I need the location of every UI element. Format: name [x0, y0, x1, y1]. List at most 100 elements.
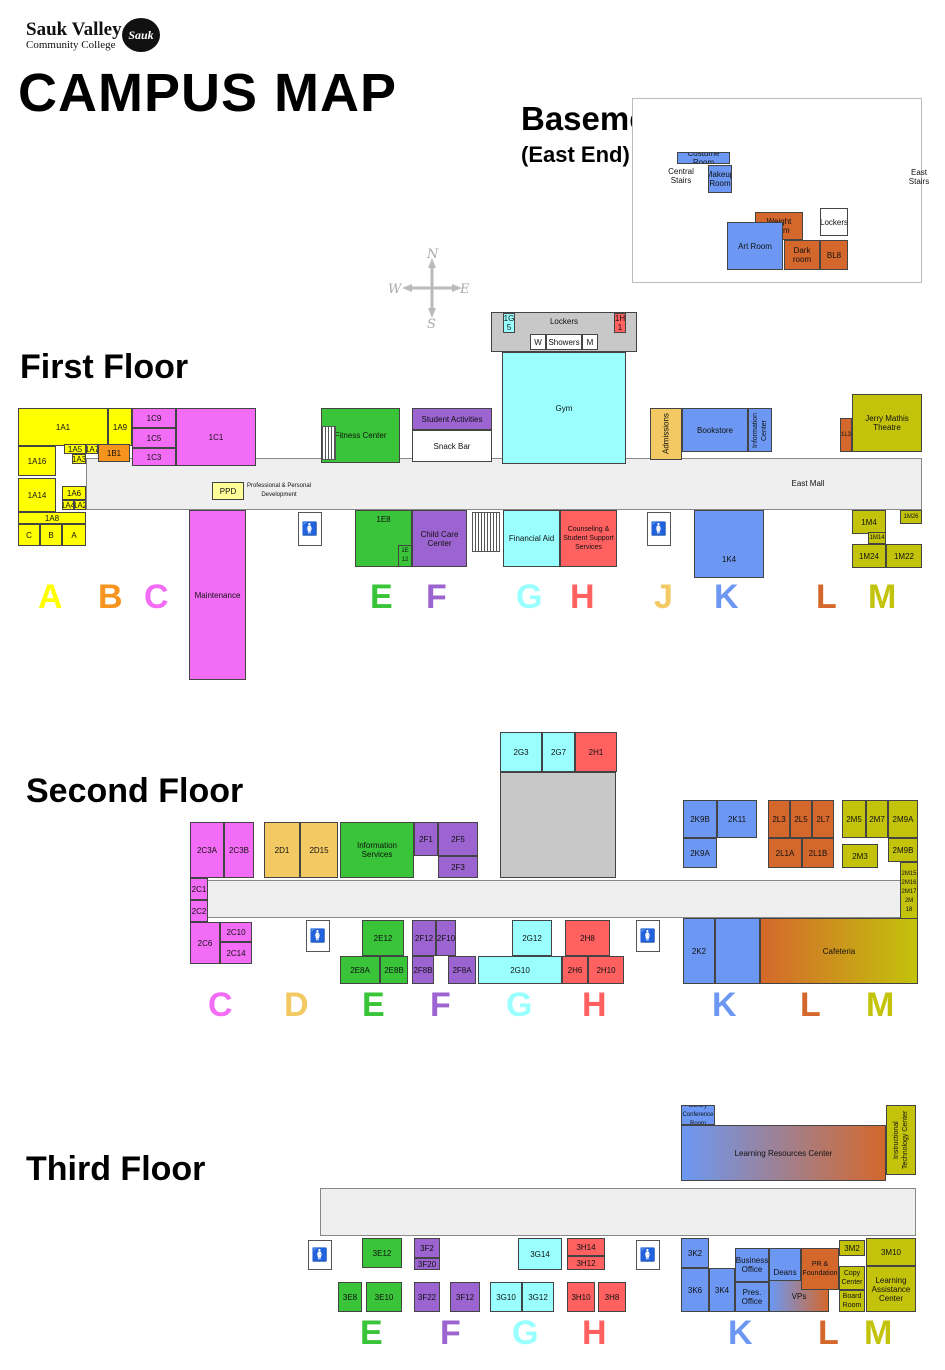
room-1a9[interactable]: 1A9: [108, 408, 132, 446]
room-2k9a[interactable]: 2K9A: [683, 838, 717, 868]
room-gym[interactable]: Gym: [502, 352, 626, 464]
room-lockers[interactable]: Lockers: [820, 208, 848, 236]
room-2g12[interactable]: 2G12: [512, 920, 552, 956]
room-2c1[interactable]: 2C1: [190, 878, 208, 900]
room-2f8a[interactable]: 2F8A: [448, 956, 476, 984]
room-2f12[interactable]: 2F12: [412, 920, 436, 956]
room-2h1[interactable]: 2H1: [575, 732, 617, 772]
room-m[interactable]: M: [582, 334, 598, 350]
room-1a5[interactable]: 1A5: [64, 444, 86, 454]
room-2c10[interactable]: 2C10: [220, 922, 252, 942]
room-1m14[interactable]: 1M14: [868, 532, 886, 544]
room-cafeteria[interactable]: Cafeteria: [760, 918, 918, 984]
room-financial-aid[interactable]: Financial Aid: [503, 510, 560, 567]
room-2f1[interactable]: 2F1: [414, 822, 438, 856]
room-2c3b[interactable]: 2C3B: [224, 822, 254, 878]
room-1a4[interactable]: 1A4: [62, 500, 74, 510]
room-1a2[interactable]: 1A2: [74, 500, 86, 510]
room-maintenance[interactable]: Maintenance: [189, 510, 246, 680]
room-1a3[interactable]: 1A3: [72, 454, 86, 464]
room-student-activities[interactable]: Student Activities: [412, 408, 492, 430]
room-pres[interactable]: Pres. Office: [735, 1282, 769, 1312]
room-2g10[interactable]: 2G10: [478, 956, 562, 984]
room-3g12[interactable]: 3G12: [522, 1282, 554, 1312]
room-info-center[interactable]: Information Center: [748, 408, 772, 452]
room-bl8[interactable]: BL8: [820, 240, 848, 270]
room-2h6[interactable]: 2H6: [562, 956, 588, 984]
room-1g5[interactable]: 1G 5: [503, 313, 515, 333]
room-3f2[interactable]: 3F2: [414, 1238, 440, 1258]
room-1a8-b[interactable]: B: [40, 524, 62, 546]
room-2h10[interactable]: 2H10: [588, 956, 624, 984]
room-1c1[interactable]: 1C1: [176, 408, 256, 466]
room-1h1[interactable]: 1H 1: [614, 313, 626, 333]
room-1e12[interactable]: 1E 12: [398, 545, 412, 567]
room-2k11[interactable]: 2K11: [717, 800, 757, 838]
room-3e8[interactable]: 3E8: [338, 1282, 362, 1312]
room-1a7[interactable]: 1A7: [86, 444, 98, 454]
room-1a6[interactable]: 1A6: [62, 486, 86, 500]
room-1a8[interactable]: 1A8: [18, 512, 86, 524]
room-1a8-a[interactable]: A: [62, 524, 86, 546]
room-1m4[interactable]: 1M4: [852, 510, 886, 534]
room-2g7[interactable]: 2G7: [542, 732, 575, 772]
room-2m9b[interactable]: 2M9B: [888, 838, 918, 862]
room-3e10[interactable]: 3E10: [366, 1282, 402, 1312]
room-1m22[interactable]: 1M22: [886, 544, 922, 568]
room-2d1[interactable]: 2D1: [264, 822, 300, 878]
room-1a1[interactable]: 1A1: [18, 408, 108, 446]
room-vps[interactable]: VPs: [769, 1280, 829, 1312]
room-1m24[interactable]: 1M24: [852, 544, 886, 568]
room-3k2[interactable]: 3K2: [681, 1238, 709, 1268]
room-2c6[interactable]: 2C6: [190, 922, 220, 964]
room-child-care[interactable]: Child Care Center: [412, 510, 467, 567]
room-2c3a[interactable]: 2C3A: [190, 822, 224, 878]
room-3f22[interactable]: 3F22: [414, 1282, 440, 1312]
room-2l5[interactable]: 2L5: [790, 800, 812, 838]
room-copy[interactable]: Copy Center: [839, 1266, 865, 1290]
room-1c3[interactable]: 1C3: [132, 448, 176, 466]
room-board[interactable]: Board Room: [839, 1290, 865, 1312]
room-library-conf[interactable]: Library Conference Room: [681, 1105, 715, 1125]
room-2c2[interactable]: 2C2: [190, 900, 208, 922]
room-3g10[interactable]: 3G10: [490, 1282, 522, 1312]
room-1a16[interactable]: 1A16: [18, 446, 56, 476]
room-3h10[interactable]: 3H10: [567, 1282, 595, 1312]
room-1c5[interactable]: 1C5: [132, 428, 176, 448]
room-bookstore[interactable]: Bookstore: [682, 408, 748, 452]
room-2m3[interactable]: 2M3: [842, 844, 878, 868]
room-info-services[interactable]: Information Services: [340, 822, 414, 878]
room-3h12[interactable]: 3H12: [567, 1256, 605, 1270]
room-makeup[interactable]: Makeup Room: [708, 165, 732, 193]
room-2m7[interactable]: 2M7: [866, 800, 888, 838]
room-1a14[interactable]: 1A14: [18, 478, 56, 512]
room-2l7[interactable]: 2L7: [812, 800, 834, 838]
room-3m2[interactable]: 3M2: [839, 1240, 865, 1256]
room-2f5[interactable]: 2F5: [438, 822, 478, 856]
room-costume[interactable]: Costume Room: [677, 152, 730, 164]
room-3g14[interactable]: 3G14: [518, 1238, 562, 1270]
room-3f20[interactable]: 3F20: [414, 1258, 440, 1270]
room-business[interactable]: Business Office: [735, 1248, 769, 1282]
room-dark[interactable]: Dark room: [784, 240, 820, 270]
room-2h8[interactable]: 2H8: [565, 920, 610, 956]
room-3h8[interactable]: 3H8: [598, 1282, 626, 1312]
room-2f10[interactable]: 2F10: [436, 920, 456, 956]
room-showers[interactable]: Showers: [546, 334, 582, 350]
room-snack-bar[interactable]: Snack Bar: [412, 430, 492, 462]
room-3k4[interactable]: 3K4: [709, 1268, 735, 1312]
room-2c14[interactable]: 2C14: [220, 942, 252, 964]
room-2e8b[interactable]: 2E8B: [380, 956, 408, 984]
room-2l3[interactable]: 2L3: [768, 800, 790, 838]
room-1k4[interactable]: 1K4: [694, 510, 764, 578]
room-fitness[interactable]: Fitness Center: [321, 408, 400, 463]
room-w[interactable]: W: [530, 334, 546, 350]
room-2e8a[interactable]: 2E8A: [340, 956, 380, 984]
room-2k9b[interactable]: 2K9B: [683, 800, 717, 838]
room-lac[interactable]: Learning Assistance Center: [866, 1266, 916, 1312]
room-3e12[interactable]: 3E12: [362, 1238, 402, 1268]
room-3f12[interactable]: 3F12: [450, 1282, 480, 1312]
room-1a8-c[interactable]: C: [18, 524, 40, 546]
room-1l3[interactable]: 1L3: [840, 418, 852, 452]
